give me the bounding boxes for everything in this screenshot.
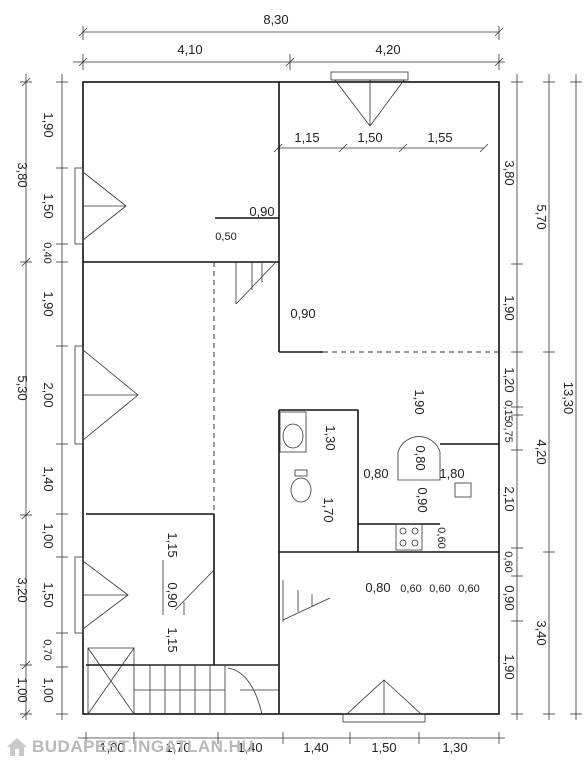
dim-interior-130: 1,30 [323, 425, 338, 450]
dim-top-left: 4,10 [177, 42, 202, 57]
dim-left-inner-3: 0,40 [41, 242, 53, 263]
dim-interior-bottom-2: 0,60 [400, 583, 421, 595]
dim-right-inner-3: 1,20 [502, 367, 517, 392]
walls [82, 81, 500, 715]
dim-left-outer-1: 3,80 [15, 162, 30, 187]
stairs [87, 261, 331, 715]
dim-left-inner-10: 1,00 [41, 677, 56, 702]
dim-inner-top-3: 1,55 [427, 130, 452, 145]
dim-interior-115b: 1,15 [165, 627, 180, 652]
dim-interior-090c: 0,90 [415, 487, 430, 512]
dim-interior-190: 1,90 [412, 389, 427, 414]
dim-bottom-3: 1,40 [237, 740, 262, 755]
dim-left-inner-1: 1,90 [41, 112, 56, 137]
dim-interior-080b: 0,80 [413, 445, 428, 470]
dim-left-inner-8: 1,50 [41, 582, 56, 607]
dashed-openings [213, 262, 499, 514]
dim-right-mid-1: 5,70 [534, 204, 549, 229]
dim-top-right: 4,20 [375, 42, 400, 57]
dim-interior-bottom-3: 0,60 [429, 583, 450, 595]
dim-bottom-5: 1,50 [371, 740, 396, 755]
dim-right-inner-4: 0,15 [502, 400, 514, 421]
dim-left-outer-3: 3,20 [15, 577, 30, 602]
dimension-lines [20, 26, 582, 744]
dim-interior-090d: 0,90 [165, 582, 180, 607]
dim-left-inner-9: 0,70 [41, 639, 53, 660]
dim-left-outer-4: 1,00 [15, 677, 30, 702]
dim-top-total: 8,30 [263, 12, 288, 27]
dim-interior-060v: 0,60 [435, 527, 447, 548]
dim-left-inner-7: 1,00 [41, 523, 56, 548]
dim-interior-bottom-1: 0,80 [365, 580, 390, 595]
dim-interior-050: 0,50 [215, 231, 236, 243]
dim-right-total: 13,30 [561, 382, 576, 415]
dim-bottom-2: 1,70 [165, 740, 190, 755]
bathroom-fixtures [279, 411, 472, 551]
dim-inner-top-2: 1,50 [357, 130, 382, 145]
dim-interior-090b: 0,90 [290, 306, 315, 321]
dim-right-inner-6: 2,10 [502, 486, 517, 511]
dim-right-inner-9: 1,90 [502, 654, 517, 679]
watermark: BUDAPEST.INGATLAN.HU [6, 734, 254, 760]
dim-interior-115a: 1,15 [165, 532, 180, 557]
dim-right-mid-2: 4,20 [534, 439, 549, 464]
dim-right-inner-8: 0,90 [502, 585, 517, 610]
dim-interior-bottom-4: 0,60 [458, 583, 479, 595]
dim-bottom-6: 1,30 [442, 740, 467, 755]
dim-left-inner-5: 2,00 [41, 382, 56, 407]
dim-right-inner-2: 1,90 [502, 295, 517, 320]
dim-left-inner-6: 1,40 [41, 466, 56, 491]
dim-left-inner-2: 1,50 [41, 193, 56, 218]
dim-right-inner-1: 3,80 [502, 160, 517, 185]
dim-interior-170: 1,70 [321, 497, 336, 522]
dim-right-inner-5: 0,75 [502, 421, 514, 442]
dim-bottom-1: 1,00 [99, 740, 124, 755]
dim-right-mid-3: 3,40 [534, 620, 549, 645]
window-symbols [74, 71, 426, 723]
dim-inner-top-1: 1,15 [294, 130, 319, 145]
watermark-text: BUDAPEST.INGATLAN.HU [32, 737, 255, 756]
dim-left-outer-2: 5,30 [15, 375, 30, 400]
dim-interior-090a: 0,90 [249, 204, 274, 219]
dim-right-inner-7: 0,60 [502, 551, 514, 572]
dim-interior-080a: 0,80 [363, 466, 388, 481]
dim-bottom-4: 1,40 [303, 740, 328, 755]
house-logo-icon [7, 738, 27, 756]
dim-left-inner-4: 1,90 [41, 291, 56, 316]
dim-interior-180: 1,80 [439, 466, 464, 481]
